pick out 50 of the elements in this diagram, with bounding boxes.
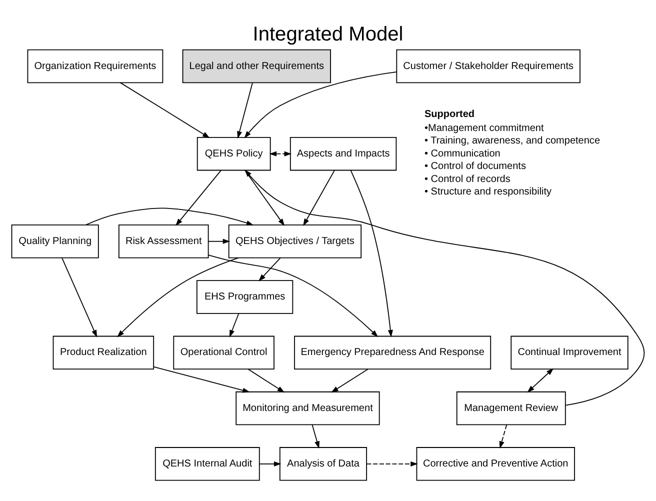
label: • Structure and responsibility xyxy=(424,186,552,198)
node-box: Organization Requirements xyxy=(27,49,164,84)
label: • Control of documents xyxy=(424,161,526,172)
node-box: QEHS Objectives / Targets xyxy=(228,224,362,258)
arrow xyxy=(331,368,368,393)
node-box: Emergency Preparedness And Response xyxy=(294,336,492,370)
arrow xyxy=(269,151,292,156)
arrow xyxy=(244,170,285,226)
node-box: Continual Improvement xyxy=(510,336,628,370)
arrow xyxy=(176,170,222,226)
node-box: Legal and other Requirements xyxy=(182,49,331,84)
label: • Control of records xyxy=(424,174,510,185)
arrow xyxy=(303,170,335,226)
label: • Communication xyxy=(424,148,500,160)
node-box: Operational Control xyxy=(173,336,274,370)
arrow xyxy=(366,461,418,466)
arrow xyxy=(62,258,98,338)
node-box: EHS Programmes xyxy=(196,280,294,314)
arrow xyxy=(117,257,240,338)
label: •Management commitment xyxy=(424,122,544,134)
node-box: Product Realization xyxy=(52,336,154,370)
arrow xyxy=(208,238,230,244)
node-box: QEHS Policy xyxy=(196,136,271,171)
arrow xyxy=(258,461,282,466)
arrow xyxy=(350,170,393,338)
node-box: Aspects and Impacts xyxy=(290,136,397,171)
node-box: Quality Planning xyxy=(11,224,99,258)
node-box: Monitoring and Measurement xyxy=(236,391,380,426)
node-box: Risk Assessment xyxy=(118,224,209,258)
node-box: Management Review xyxy=(456,391,566,426)
label: Supported xyxy=(424,109,475,120)
node-box: Analysis of Data xyxy=(279,447,368,481)
arrow xyxy=(527,368,554,393)
arrow xyxy=(258,257,281,282)
node-box: QEHS Internal Audit xyxy=(154,447,260,481)
arrow xyxy=(244,71,398,138)
arrow xyxy=(499,424,508,449)
node-box: Customer / Stakeholder Requirements xyxy=(396,49,580,84)
arrow xyxy=(237,82,253,139)
arrow xyxy=(86,208,254,226)
arrow xyxy=(229,313,240,338)
arrow xyxy=(312,424,320,449)
diagram-title: Integrated Model xyxy=(252,23,404,46)
arrow xyxy=(248,368,285,393)
arrow xyxy=(120,82,210,138)
node-box: Corrective and Preventive Action xyxy=(416,447,575,481)
arrow xyxy=(208,254,378,338)
label: • Training, awareness, and competence xyxy=(424,136,600,147)
arrow xyxy=(153,366,250,393)
arrow xyxy=(244,170,645,406)
